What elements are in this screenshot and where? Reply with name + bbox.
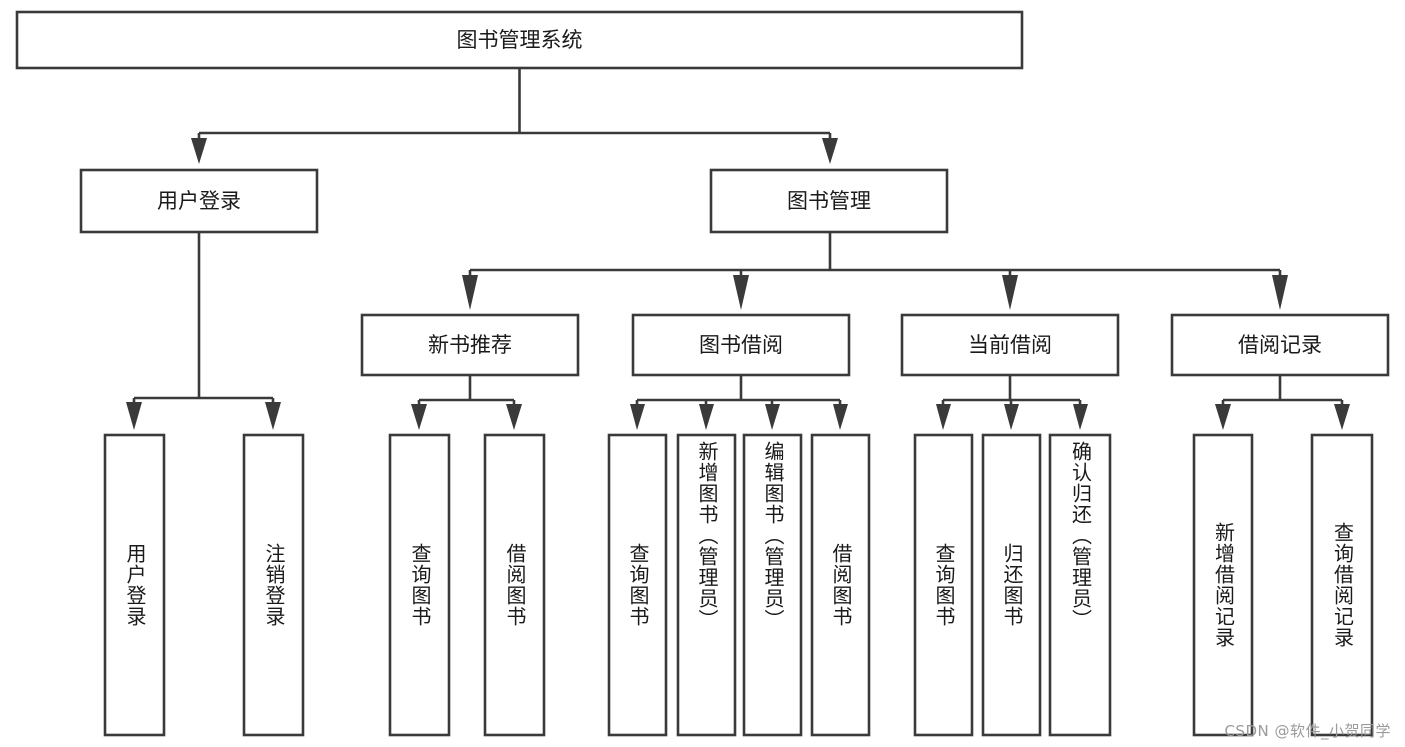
leaf-label-7: 借阅图书	[829, 543, 853, 627]
node-box-borrow-record[interactable]	[1170, 313, 1390, 377]
leaf-box-4[interactable]	[607, 433, 668, 737]
leaf-label-wrap-0[interactable]: 用户登录	[105, 435, 164, 735]
leaf-label-9: 归还图书	[1000, 543, 1024, 627]
connector-layer	[126, 68, 1350, 430]
label-user-login: 用户登录	[157, 189, 241, 213]
leaf-box-5[interactable]	[676, 433, 737, 737]
arrow-to-book-borrow	[733, 275, 749, 310]
leaf-label-11: 新增借阅记录	[1211, 522, 1236, 648]
label-root: 图书管理系统	[457, 28, 583, 52]
label-book-management: 图书管理	[787, 189, 871, 213]
csdn-watermark: CSDN @软件_小贺同学	[1224, 722, 1391, 740]
arrow-to-borrow-edit	[765, 404, 780, 430]
leaf-label-6: 编辑图书（管理员）	[761, 441, 785, 630]
arrow-to-rec-borrow	[506, 404, 522, 430]
leaf-label-5: 新增图书（管理员）	[695, 441, 719, 630]
leaf-box-7[interactable]	[810, 433, 871, 737]
node-box-current-borrow[interactable]	[900, 313, 1120, 377]
leaf-label-wrap-4[interactable]: 查询图书	[609, 435, 666, 735]
leaf-label-12: 查询借阅记录	[1330, 522, 1355, 648]
arrow-to-borrow-record	[1272, 275, 1288, 310]
leaf-box-9[interactable]	[981, 433, 1042, 737]
arrow-to-record-query	[1334, 404, 1350, 430]
arrow-to-current-query	[936, 404, 951, 430]
label-new-book-recommend: 新书推荐	[428, 333, 512, 357]
leaf-label-wrap-8[interactable]: 查询图书	[915, 435, 972, 735]
label-borrow-record: 借阅记录	[1238, 333, 1322, 357]
leaf-label-wrap-11[interactable]: 新增借阅记录	[1194, 435, 1252, 735]
leaf-label-wrap-5[interactable]: 新增图书（管理员）	[678, 435, 735, 735]
leaf-label-wrap-9[interactable]: 归还图书	[983, 435, 1040, 735]
arrow-to-borrow-query	[630, 404, 645, 430]
label-book-borrow: 图书借阅	[699, 333, 783, 357]
arrow-to-user-login	[191, 138, 207, 164]
leaf-box-6[interactable]	[742, 433, 803, 737]
leaf-label-8: 查询图书	[932, 543, 956, 627]
arrow-to-borrow-lend	[833, 404, 848, 430]
leaf-label-2: 查询图书	[408, 543, 432, 627]
leaf-box-11[interactable]	[1192, 433, 1254, 737]
arrow-to-leaf-logout	[265, 402, 281, 430]
leaf-box-3[interactable]	[483, 433, 546, 737]
node-box-book-borrow[interactable]	[631, 313, 851, 377]
leaf-label-4: 查询图书	[626, 543, 650, 627]
arrow-to-new-book-rec	[462, 275, 478, 310]
arrow-to-borrow-add	[699, 404, 714, 430]
node-box-layer	[15, 10, 1390, 737]
leaf-box-10[interactable]	[1048, 433, 1112, 737]
leaf-box-2[interactable]	[388, 433, 451, 737]
leaf-label-10: 确认归还（管理员）	[1068, 441, 1093, 630]
node-box-book-management[interactable]	[709, 168, 949, 234]
arrow-to-book-manage	[822, 138, 838, 164]
arrow-to-current-return	[1004, 404, 1019, 430]
leaf-label-wrap-6[interactable]: 编辑图书（管理员）	[744, 435, 801, 735]
node-label-layer: 图书管理系统 用户登录 图书管理 新书推荐 图书借阅 当前借阅 借阅记录	[157, 28, 1322, 357]
node-box-root[interactable]	[15, 10, 1024, 70]
leaf-box-8[interactable]	[913, 433, 974, 737]
leaf-label-wrap-10[interactable]: 确认归还（管理员）	[1050, 435, 1110, 735]
node-box-new-book-recommend[interactable]	[360, 313, 580, 377]
leaf-label-1: 注销登录	[262, 543, 286, 627]
arrow-to-leaf-user-login	[126, 402, 142, 430]
leaf-label-wrap-1[interactable]: 注销登录	[244, 435, 303, 735]
leaf-label-wrap-2[interactable]: 查询图书	[390, 435, 449, 735]
arrow-to-record-add	[1215, 404, 1231, 430]
label-current-borrow: 当前借阅	[968, 333, 1052, 357]
leaf-box-1[interactable]	[242, 433, 305, 737]
leaf-label-wrap-7[interactable]: 借阅图书	[812, 435, 869, 735]
leaf-box-0[interactable]	[103, 433, 166, 737]
node-box-user-login[interactable]	[79, 168, 319, 234]
arrow-to-rec-query	[411, 404, 427, 430]
leaf-label-wrap-3[interactable]: 借阅图书	[485, 435, 544, 735]
leaf-label-3: 借阅图书	[503, 543, 527, 627]
leaf-label-0: 用户登录	[123, 543, 147, 627]
leaf-box-12[interactable]	[1310, 433, 1374, 737]
leaf-label-wrap-12[interactable]: 查询借阅记录	[1312, 435, 1372, 735]
arrow-to-current-borrow	[1002, 275, 1018, 310]
arrow-to-current-confirm	[1073, 404, 1088, 430]
